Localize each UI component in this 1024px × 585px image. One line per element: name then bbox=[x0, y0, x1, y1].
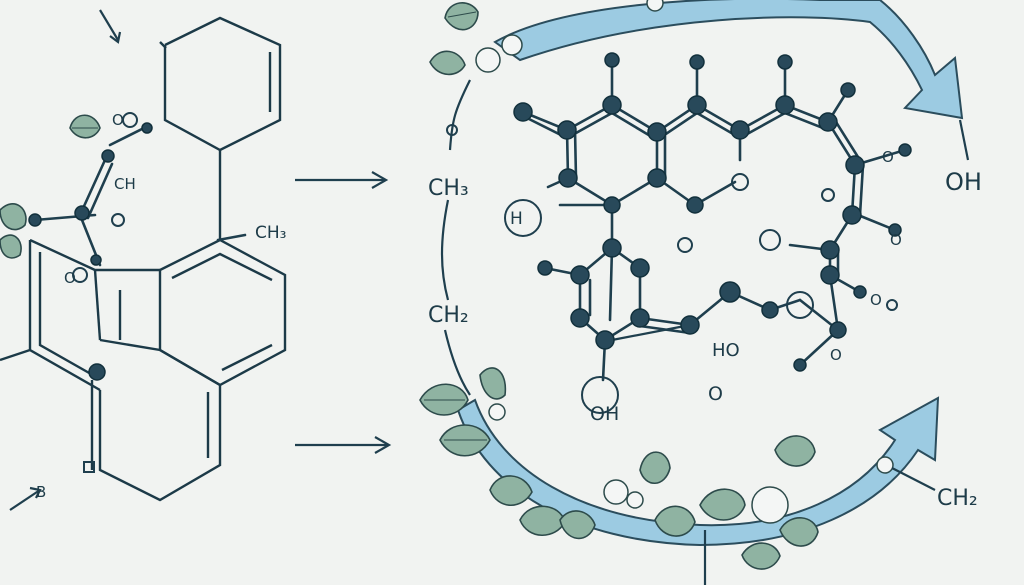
left-molecule: CH₃ CH O O B bbox=[0, 9, 286, 511]
leaf-icon bbox=[419, 383, 469, 416]
leaf-icon bbox=[69, 114, 101, 139]
middle-arrows: CH₃ CH₂ bbox=[295, 79, 471, 454]
mid-ch3-label: CH₃ bbox=[428, 176, 469, 201]
arrow-icon bbox=[295, 436, 392, 454]
leaf-icon bbox=[444, 2, 479, 31]
bottom-arc-arrow: CH₂ bbox=[419, 367, 978, 585]
atom-icon bbox=[88, 363, 106, 381]
center-o2-label: O bbox=[882, 148, 894, 166]
center-molecule: H O OH HO O O O O bbox=[504, 52, 912, 425]
leaf-icon bbox=[699, 488, 746, 521]
right-o1-label: O bbox=[890, 231, 902, 249]
atom-icon bbox=[74, 205, 90, 221]
right-o2-label: O bbox=[870, 291, 882, 309]
leaf-icon bbox=[0, 203, 27, 231]
leaf-icon bbox=[779, 517, 819, 547]
left-b-label: B bbox=[36, 483, 46, 501]
left-o1-label: O bbox=[112, 111, 124, 129]
atom-icon bbox=[90, 254, 102, 266]
left-ch3-label: CH₃ bbox=[255, 223, 286, 243]
leaf-icon bbox=[654, 505, 696, 537]
arrow-icon bbox=[295, 171, 389, 189]
leaf-icon bbox=[741, 542, 781, 570]
center-ho-label: HO bbox=[712, 340, 740, 361]
center-oh-label: OH bbox=[590, 403, 619, 425]
atom-icon bbox=[141, 122, 153, 134]
left-o2-label: O bbox=[64, 269, 76, 287]
right-oh-group: OH bbox=[945, 119, 982, 196]
leaf-icon bbox=[479, 367, 507, 400]
atom-icon bbox=[101, 149, 115, 163]
atom-icon bbox=[513, 52, 912, 372]
leaf-icon bbox=[774, 435, 816, 467]
top-arc-arrow bbox=[429, 0, 964, 120]
leaf-icon bbox=[559, 510, 596, 540]
leaf-icon bbox=[429, 50, 466, 76]
left-ch-label: CH bbox=[114, 175, 136, 193]
right-ch2-label: CH₂ bbox=[937, 486, 978, 511]
mid-ch2-label: CH₂ bbox=[428, 303, 469, 328]
leaf-icon bbox=[489, 475, 533, 506]
leaf-icon bbox=[0, 234, 22, 259]
right-o3-label: O bbox=[830, 346, 842, 364]
center-h-label: H bbox=[510, 209, 523, 229]
leaf-icon bbox=[439, 424, 491, 457]
atom-icon bbox=[28, 213, 42, 227]
leaf-icon bbox=[519, 505, 566, 536]
center-o-label: O bbox=[708, 383, 723, 405]
leaf-icon bbox=[639, 451, 671, 485]
right-oh-label: OH bbox=[945, 168, 982, 196]
